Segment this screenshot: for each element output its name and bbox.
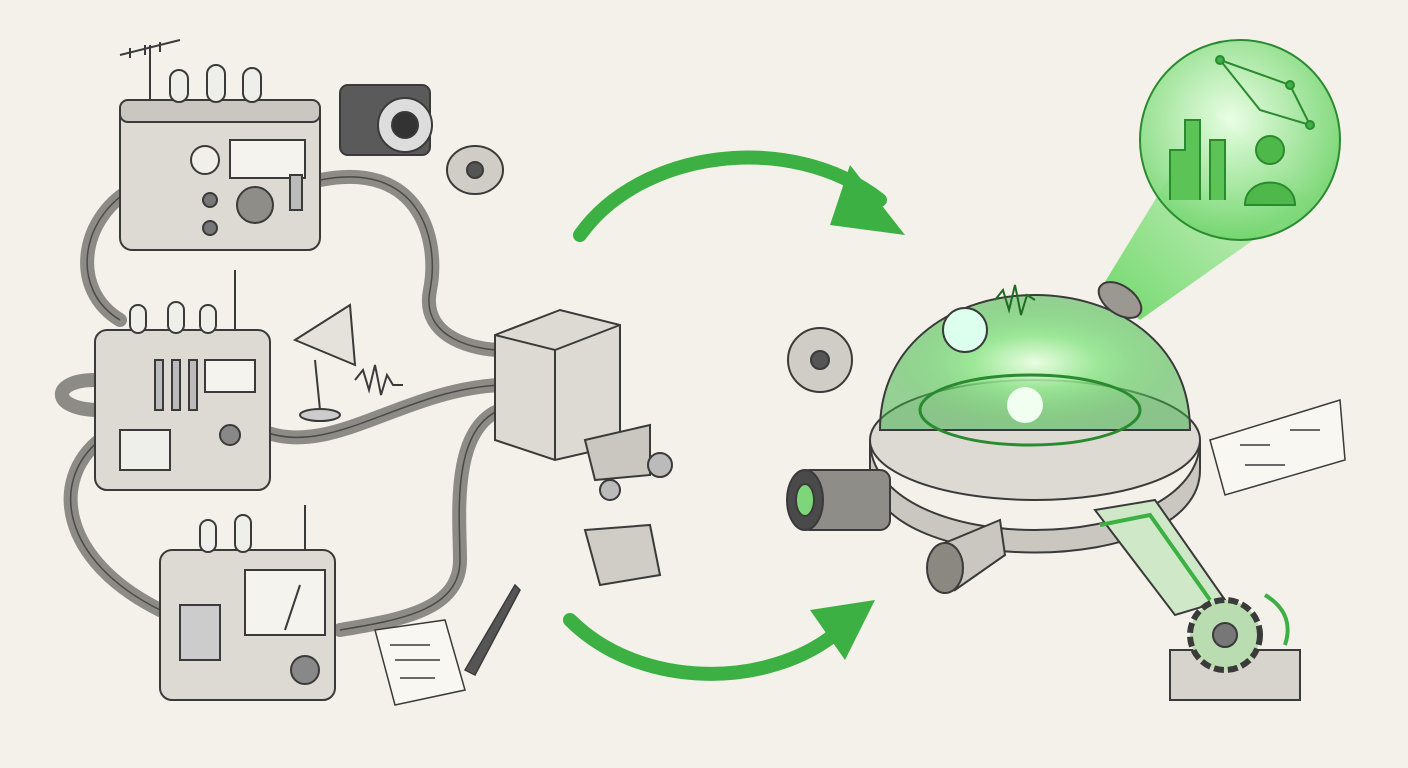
- radio-machine-bottom: [159, 505, 336, 701]
- processing-box: [494, 308, 673, 587]
- radio-machine-middle: [94, 270, 271, 491]
- paper-scroll-right: [1209, 399, 1346, 496]
- lens-attachment: [786, 469, 891, 531]
- output-chute: [1093, 498, 1227, 617]
- speaker-attachment: [926, 518, 1007, 594]
- radio-machine-top: [119, 39, 321, 251]
- green-arrow-bottom: [563, 600, 875, 681]
- globe-hologram: [1139, 39, 1341, 241]
- gear-output: [1169, 593, 1301, 701]
- megaphone-icon: [292, 303, 403, 422]
- film-reel-attachment: [787, 327, 853, 393]
- green-arrow-top: [573, 150, 905, 242]
- camera-icon: [339, 84, 433, 156]
- paper-scroll-left: [374, 583, 521, 706]
- film-reel-icon: [446, 145, 504, 195]
